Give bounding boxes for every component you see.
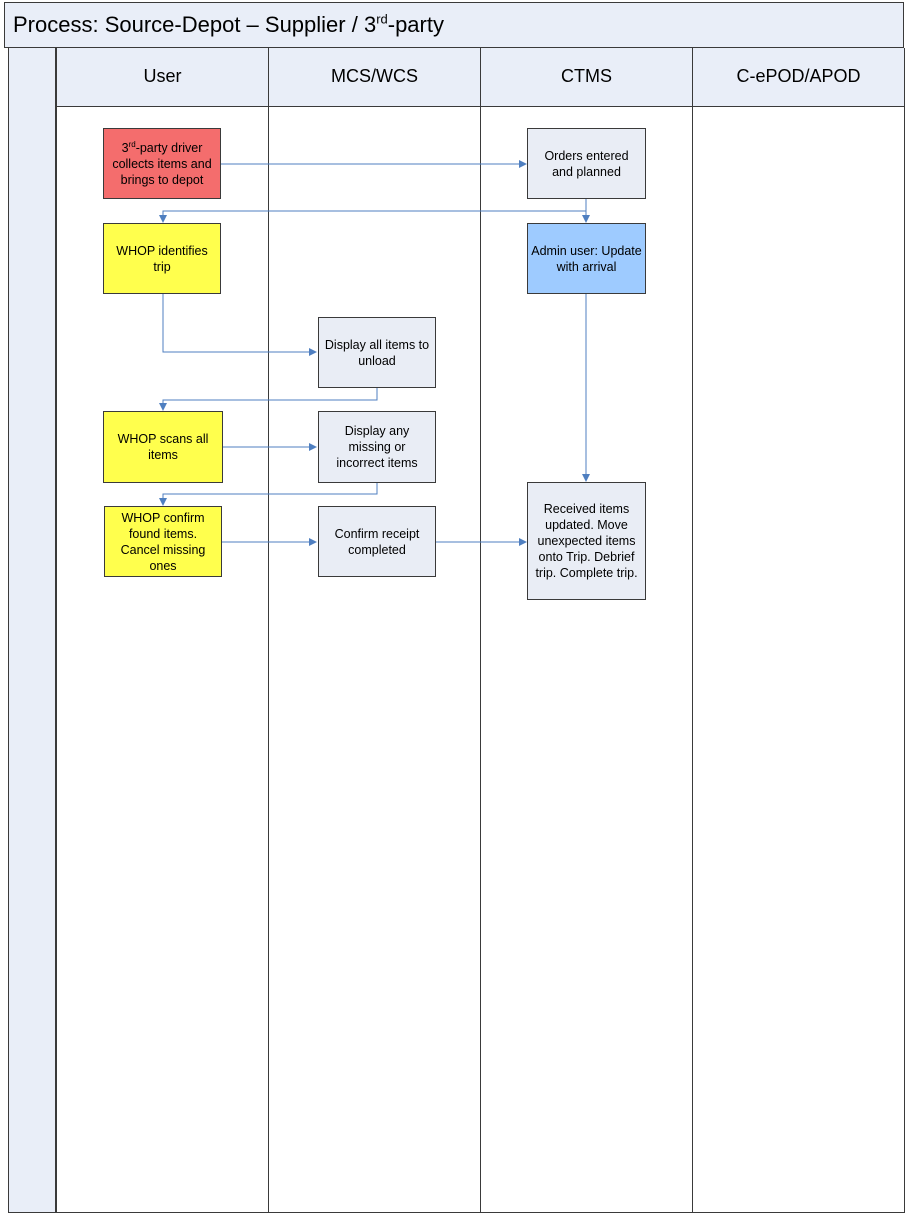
lane-c-epod-apod: C-ePOD/APOD (693, 48, 905, 1213)
diagram-title: Process: Source-Depot – Supplier / 3rd-p… (4, 2, 904, 48)
node-whop-identifies: WHOP identifies trip (103, 223, 221, 294)
node-whop-scans: WHOP scans all items (103, 411, 223, 483)
node-confirm-receipt: Confirm receipt completed (318, 506, 436, 577)
lane-header-c-epod-apod: C-ePOD/APOD (693, 48, 904, 107)
node-display-unload: Display all items to unload (318, 317, 436, 388)
lane-mcs-wcs: MCS/WCS (269, 48, 481, 1213)
node-admin-update: Admin user: Update with arrival (527, 223, 646, 294)
lane-header-user: User (57, 48, 268, 107)
pool-side-column (8, 48, 56, 1213)
lane-header-mcs-wcs: MCS/WCS (269, 48, 480, 107)
node-driver-collects: 3rd-party driver collects items and brin… (103, 128, 221, 199)
lane-header-ctms: CTMS (481, 48, 692, 107)
pool-bottom-border (8, 1212, 904, 1213)
node-whop-confirm: WHOP confirm found items. Cancel missing… (104, 506, 222, 577)
connector-whop-identifies-to-display (162, 294, 317, 356)
connector-display-to-whop-scans (159, 388, 378, 411)
node-orders-entered: Orders entered and planned (527, 128, 646, 199)
connector-missing-to-whop-confirm (159, 483, 378, 506)
connector-orders-to-whop-identifies (159, 199, 587, 223)
node-display-missing: Display any missing or incorrect items (318, 411, 436, 483)
node-received-items: Received items updated. Move unexpected … (527, 482, 646, 600)
